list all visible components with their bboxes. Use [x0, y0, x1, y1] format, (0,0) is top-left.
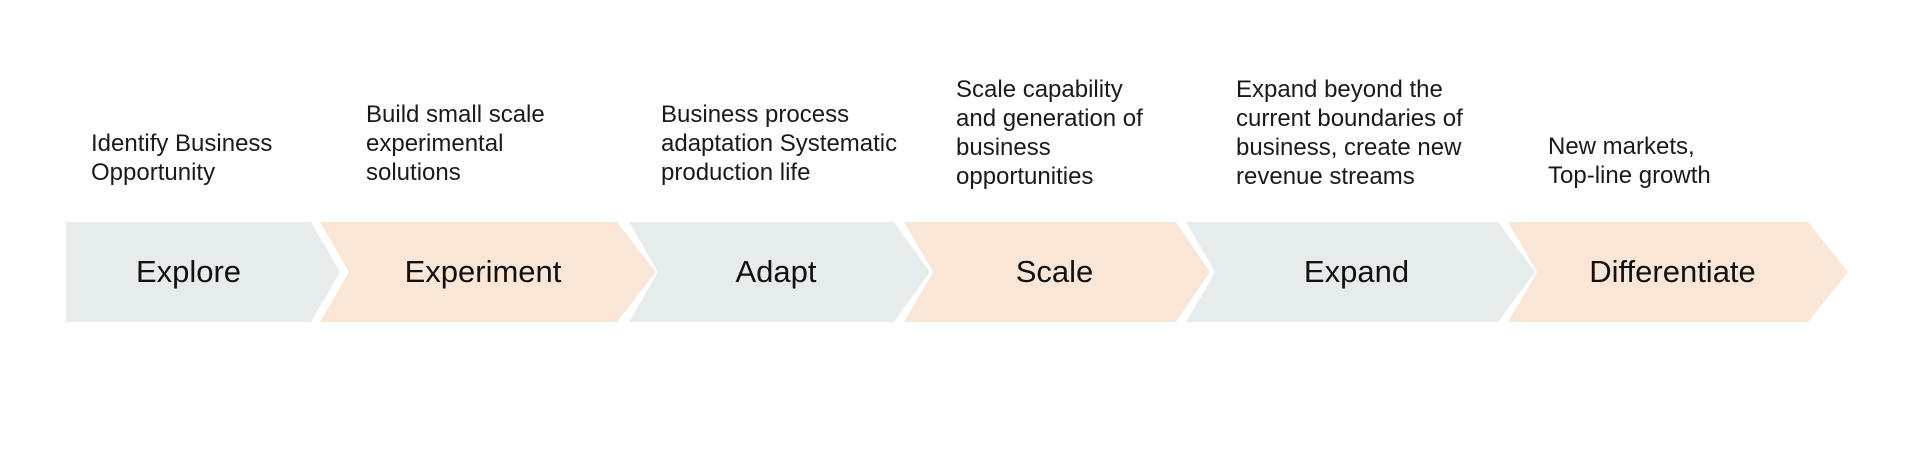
stage-description-expand: Expand beyond the current boundaries of … — [1236, 76, 1463, 190]
stage-description-scale: Scale capability and generation of busin… — [956, 76, 1143, 190]
stage-description-experiment: Build small scale experimental solutions — [366, 101, 545, 186]
chevron-adapt: Adapt — [629, 222, 930, 322]
chevron-experiment-shape — [320, 222, 656, 322]
chevron-expand-shape — [1186, 222, 1535, 322]
chevron-label-scale: Scale — [1015, 254, 1094, 289]
chevron-experiment: Experiment — [320, 222, 656, 322]
stage-description-explore: Identify Business Opportunity — [91, 130, 273, 186]
chevron-explore: Explore — [66, 222, 340, 322]
stage-description-differentiate: New markets, Top-line growth — [1548, 133, 1711, 189]
chevron-label-experiment: Experiment — [404, 254, 562, 289]
chevron-scale: Scale — [904, 222, 1210, 322]
chevron-adapt-shape — [629, 222, 930, 322]
chevron-label-adapt: Adapt — [735, 254, 817, 289]
chevron-explore-shape — [66, 222, 340, 322]
stage-description-adapt: Business process adaptation Systematic p… — [661, 101, 898, 186]
chevron-differentiate: Differentiate — [1508, 222, 1848, 322]
chevron-label-explore: Explore — [135, 254, 242, 289]
chevron-differentiate-shape — [1508, 222, 1848, 322]
chevron-label-differentiate: Differentiate — [1589, 254, 1756, 289]
chevron-expand: Expand — [1186, 222, 1535, 322]
chevron-label-expand: Expand — [1303, 254, 1410, 289]
chevron-scale-shape — [904, 222, 1210, 322]
